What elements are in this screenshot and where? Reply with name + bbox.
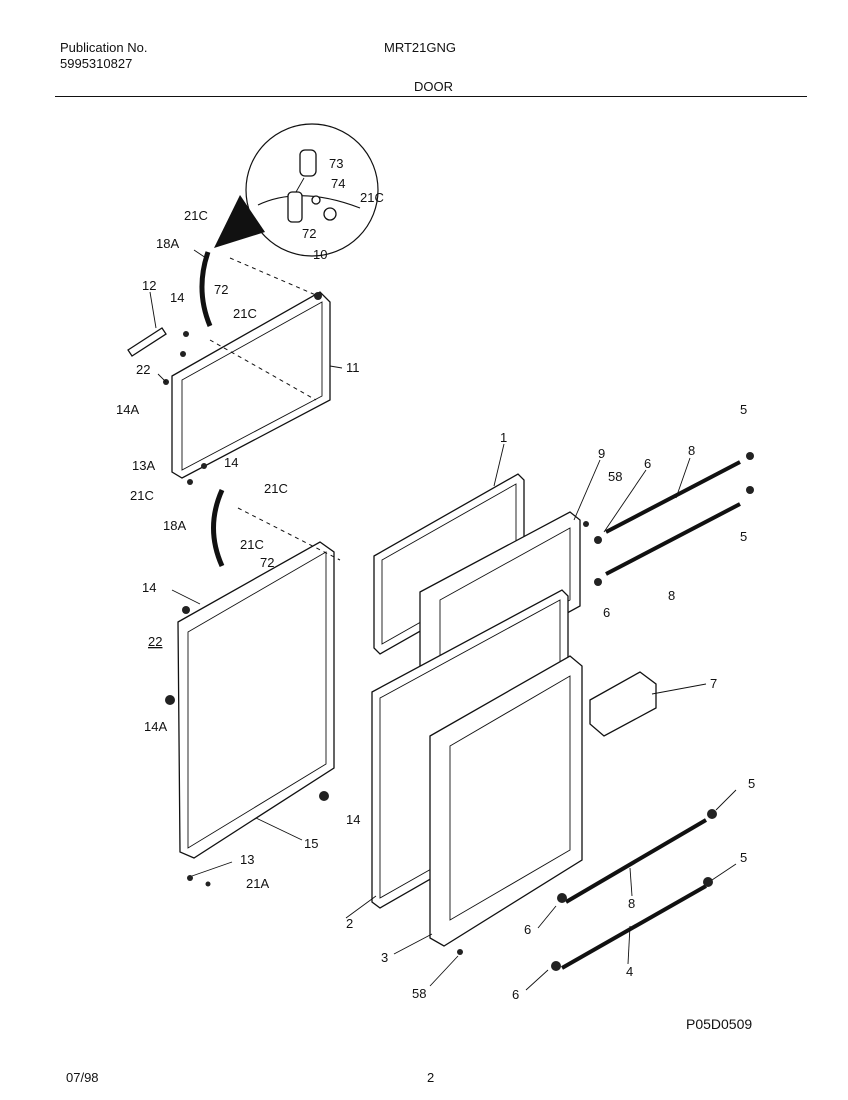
callout-13: 13 xyxy=(240,852,254,867)
section-title: DOOR xyxy=(414,79,453,94)
diagram-code: P05D0509 xyxy=(686,1016,753,1032)
detail-inset xyxy=(214,123,379,257)
callout-8: 8 xyxy=(628,896,635,911)
callout-21c: 21C xyxy=(130,488,154,503)
footer-date: 07/98 xyxy=(66,1070,99,1085)
callout-5: 5 xyxy=(740,529,747,544)
callout-14a: 14A xyxy=(144,719,167,734)
callout-5: 5 xyxy=(740,850,747,865)
header-rule xyxy=(55,96,807,97)
callout-4: 4 xyxy=(626,964,633,979)
callout-72: 72 xyxy=(302,226,316,241)
callout-22: 22 xyxy=(136,362,150,377)
callout-7: 7 xyxy=(710,676,717,691)
retainer-bar-lower-a xyxy=(564,818,708,904)
callout-21c: 21C xyxy=(360,190,384,205)
callout-18a: 18A xyxy=(156,236,179,251)
callout-1: 1 xyxy=(500,430,507,445)
callout-58: 58 xyxy=(608,469,622,484)
callout-6: 6 xyxy=(603,605,610,620)
model-number: MRT21GNG xyxy=(384,40,456,55)
callout-14: 14 xyxy=(142,580,156,595)
trim-piece xyxy=(127,327,167,357)
publication-number: 5995310827 xyxy=(60,56,133,71)
callout-8: 8 xyxy=(668,588,675,603)
callout-21c: 21C xyxy=(233,306,257,321)
callout-14: 14 xyxy=(224,455,238,470)
callout-labels: 73 74 21C 72 21C 18A 72 10 12 14 21C 22 … xyxy=(116,156,755,1002)
fresh-food-door-liner xyxy=(429,655,583,947)
callout-21c: 21C xyxy=(240,537,264,552)
callout-14a: 14A xyxy=(116,402,139,417)
callout-21c: 21C xyxy=(184,208,208,223)
callout-58: 58 xyxy=(412,986,426,1001)
callout-14: 14 xyxy=(170,290,184,305)
callout-14: 14 xyxy=(346,812,360,827)
callout-21c: 21C xyxy=(264,481,288,496)
dairy-door xyxy=(589,671,657,737)
fasteners xyxy=(163,292,754,971)
retainer-bar-upper xyxy=(605,460,741,534)
freezer-door-panel xyxy=(171,257,331,479)
page-number: 2 xyxy=(427,1070,435,1085)
callout-13a: 13A xyxy=(132,458,155,473)
callout-22: 22 xyxy=(148,634,162,649)
callout-21a: 21A xyxy=(246,876,269,891)
callout-12: 12 xyxy=(142,278,156,293)
callout-10: 10 xyxy=(313,247,327,262)
callout-2: 2 xyxy=(346,916,353,931)
callout-9: 9 xyxy=(598,446,605,461)
callout-18a: 18A xyxy=(163,518,186,533)
callout-74: 74 xyxy=(331,176,345,191)
callout-6: 6 xyxy=(512,987,519,1002)
retainer-bar-lower-b xyxy=(561,884,707,970)
leader-lines xyxy=(149,249,737,991)
callout-5: 5 xyxy=(748,776,755,791)
callout-73: 73 xyxy=(329,156,343,171)
fresh-food-door-panel xyxy=(177,507,341,859)
retainer-bar-middle xyxy=(605,502,741,576)
callout-3: 3 xyxy=(381,950,388,965)
callout-11: 11 xyxy=(346,360,360,375)
publication-label: Publication No. xyxy=(60,40,148,55)
callout-8: 8 xyxy=(688,443,695,458)
callout-72: 72 xyxy=(214,282,228,297)
callout-72: 72 xyxy=(260,555,274,570)
fresh-food-door-handle xyxy=(211,488,225,568)
callout-5: 5 xyxy=(740,402,747,417)
callout-15: 15 xyxy=(304,836,318,851)
callout-6: 6 xyxy=(524,922,531,937)
freezer-door-handle xyxy=(199,251,213,327)
callout-6: 6 xyxy=(644,456,651,471)
